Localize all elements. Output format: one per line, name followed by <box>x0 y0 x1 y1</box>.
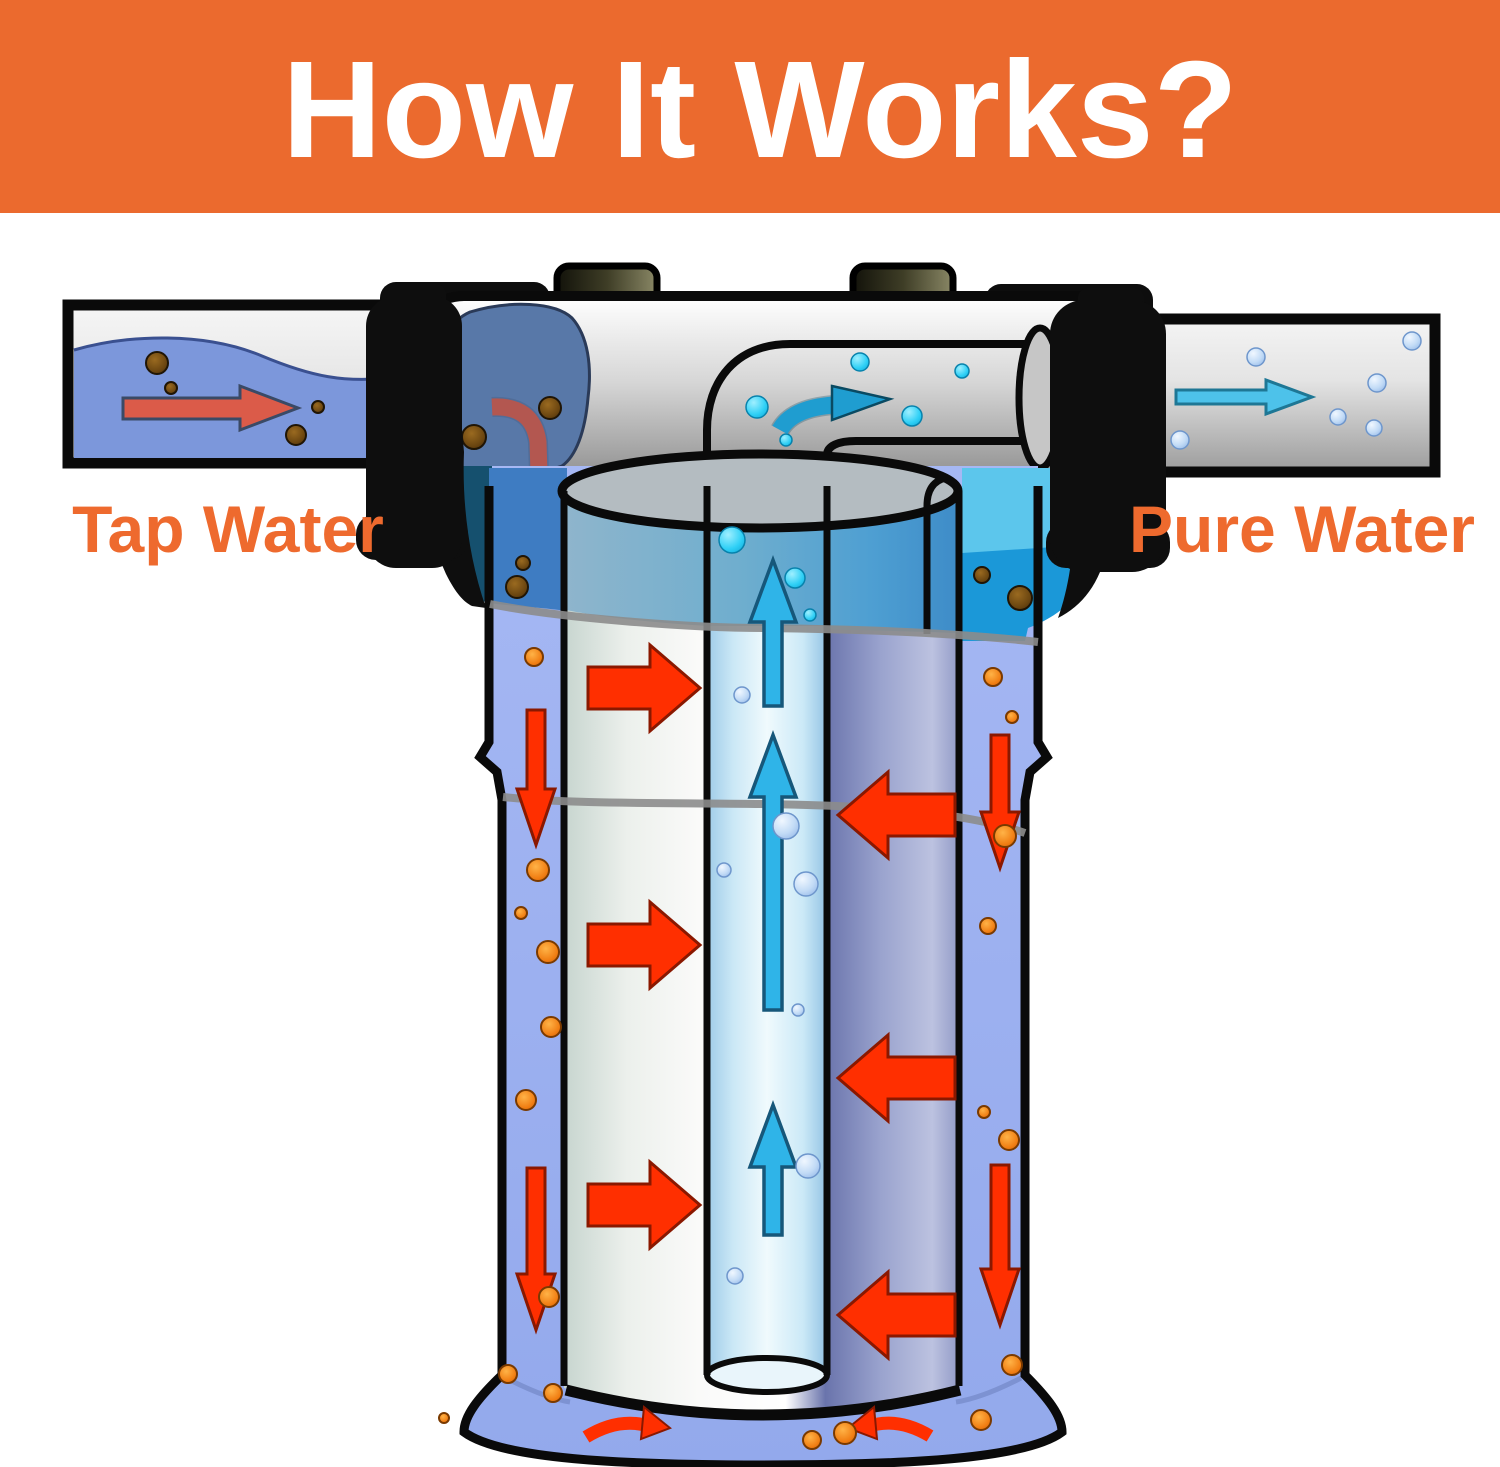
tube-bubbles <box>716 686 821 1285</box>
tap-water-pipe <box>62 299 406 469</box>
swirl-arrow-left-icon <box>639 1405 672 1441</box>
housing-outlines <box>459 486 1067 1467</box>
into-cartridge-arrow-left-2 <box>586 898 703 992</box>
bowl-clean-bubbles <box>718 526 817 622</box>
tap-water-surface <box>73 336 397 381</box>
left-collar-particles <box>505 555 531 599</box>
pure-water-label: Pure Water <box>1129 492 1475 566</box>
pure-water-pipe <box>1152 313 1441 478</box>
into-cartridge-arrow-right-1 <box>835 768 957 862</box>
cartridge-top-rim <box>557 449 963 533</box>
header-banner: How It Works? <box>0 0 1500 213</box>
tap-pipe-sediment-particles <box>145 351 325 446</box>
into-cartridge-arrow-left-1 <box>586 641 703 735</box>
housing-sediment-particles <box>438 647 1023 1450</box>
page-title: How It Works? <box>282 33 1238 187</box>
pipe-fittings <box>356 284 1170 572</box>
housing-left-shadow <box>456 466 492 604</box>
into-cartridge-arrow-right-3 <box>835 1268 957 1362</box>
center-tube-mouth <box>704 1355 830 1395</box>
dirty-flow-arrows <box>514 641 1022 1362</box>
fitting-right-collar <box>1050 300 1166 572</box>
clean-outflow-turn-arrow-icon <box>771 384 895 436</box>
elbow-clean-bubbles <box>745 352 970 447</box>
pure-pipe-bubbles <box>1170 331 1422 450</box>
fitting-left-collar <box>366 296 462 568</box>
blob-sediment-particles <box>461 396 562 450</box>
up-arrow-top <box>747 554 799 708</box>
down-arrow-left-upper <box>514 708 558 850</box>
up-arrow-bottom <box>747 1099 799 1237</box>
left-collar-dirty-water <box>489 468 567 611</box>
bottom-swirl-arrows <box>582 1405 934 1443</box>
tap-inflow-arrow-icon <box>121 383 303 433</box>
tap-water-label: Tap Water <box>72 492 384 566</box>
inner-sleeve-edge <box>923 474 947 634</box>
clean-flow-up-arrows <box>747 554 799 1237</box>
swirl-arrow-right-icon <box>846 1405 879 1441</box>
into-cartridge-arrow-right-2 <box>835 1031 957 1125</box>
banner-background <box>0 0 1500 213</box>
up-arrow-middle <box>747 729 799 1012</box>
down-arrow-right-lower <box>978 1163 1022 1330</box>
pure-outflow-arrow-icon <box>1174 377 1317 417</box>
right-neck-particles <box>973 566 1033 611</box>
into-cartridge-arrow-left-3 <box>586 1158 703 1252</box>
